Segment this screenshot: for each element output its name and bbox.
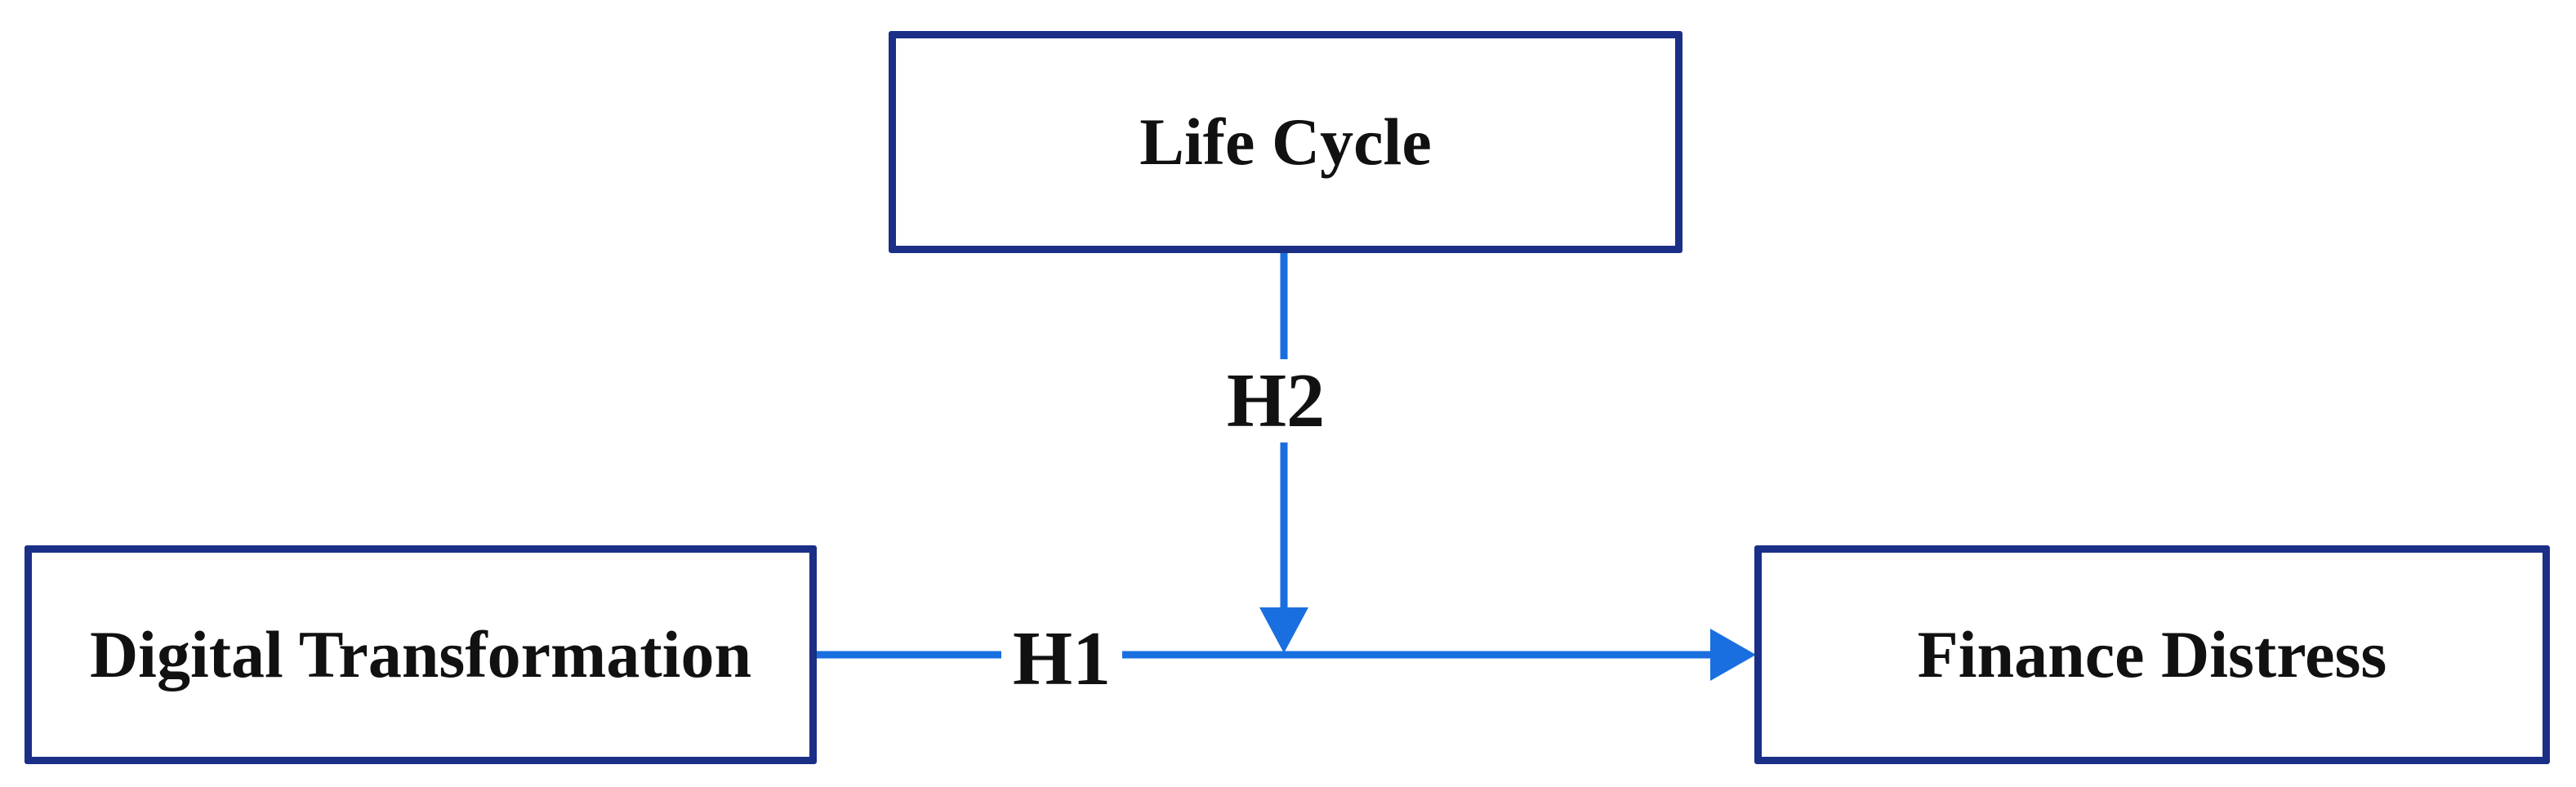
- digital-transformation-label: Digital Transformation: [89, 617, 752, 691]
- life-cycle-label: Life Cycle: [1139, 104, 1432, 179]
- h1-arrowhead: [1710, 629, 1756, 681]
- digital-transformation-box: Digital Transformation: [25, 545, 817, 764]
- life-cycle-box: Life Cycle: [889, 31, 1682, 253]
- hypothesis-h1-label: H1: [1001, 617, 1123, 700]
- h2-arrowhead: [1259, 607, 1308, 653]
- hypothesis-h2-label: H2: [1215, 359, 1337, 442]
- finance-distress-label: Finance Distress: [1917, 617, 2387, 691]
- finance-distress-box: Finance Distress: [1754, 545, 2550, 764]
